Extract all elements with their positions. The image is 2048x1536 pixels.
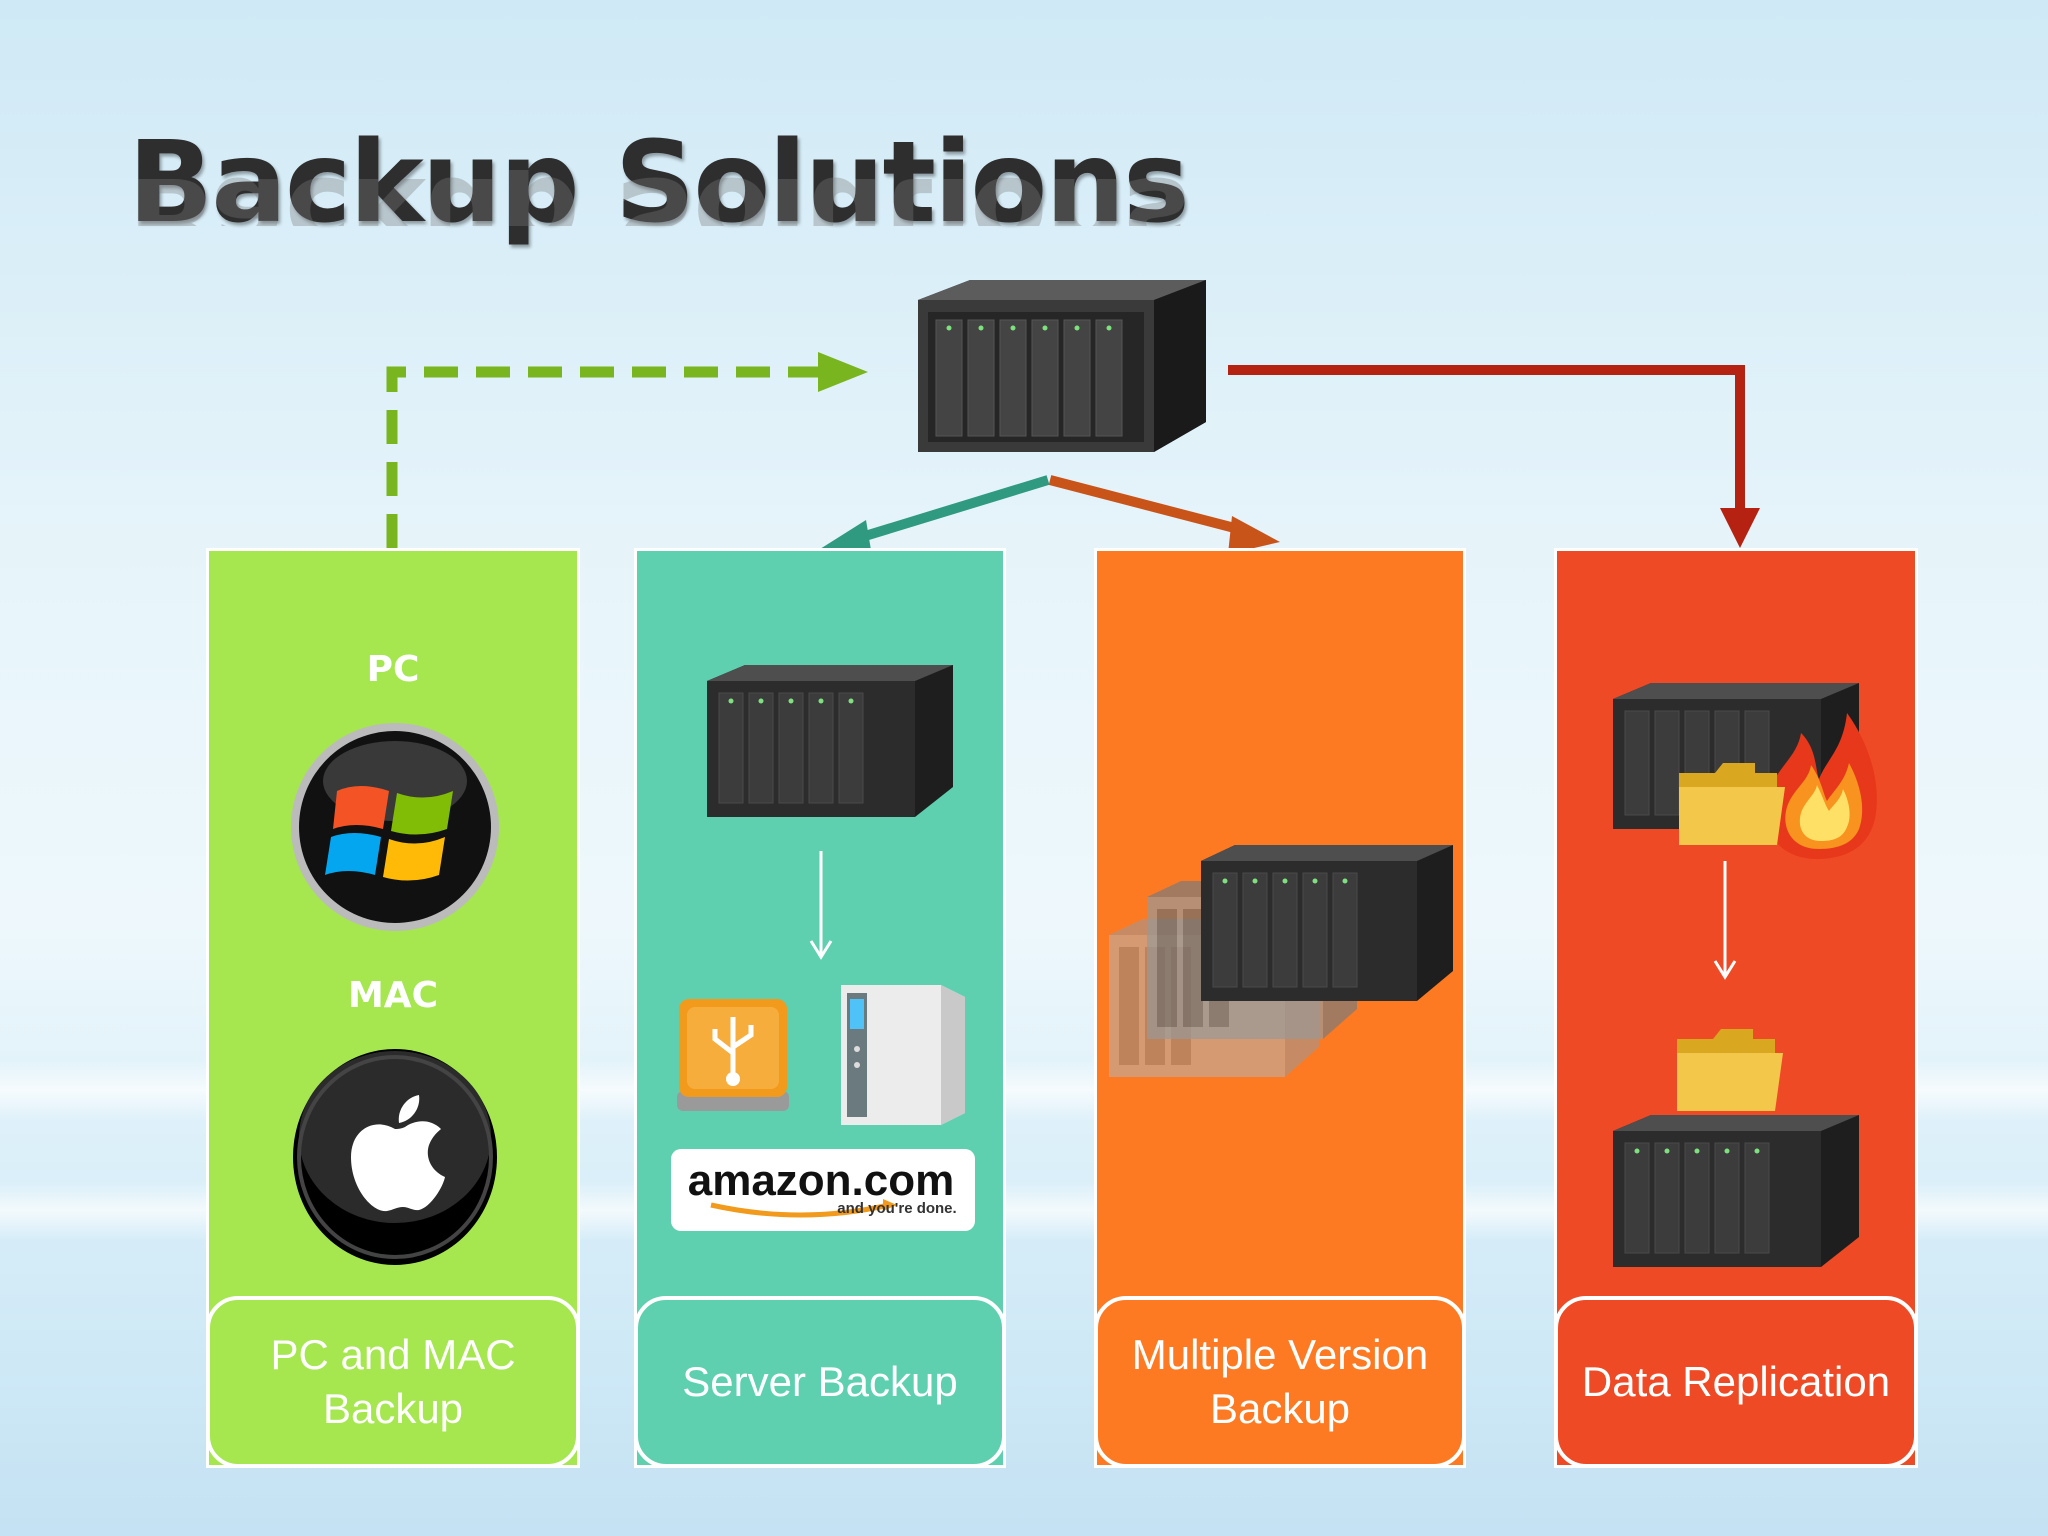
usb-drive-icon bbox=[677, 999, 789, 1111]
nas-server-icon bbox=[707, 665, 953, 817]
central-nas-server-icon bbox=[918, 280, 1206, 452]
amazon-logo-icon: amazon.com and you're done. bbox=[671, 1149, 975, 1231]
folder-icon bbox=[1677, 1029, 1783, 1111]
arrowhead-teal bbox=[820, 520, 872, 556]
pc-label: PC bbox=[366, 649, 420, 690]
page-title: Backup Solutions bbox=[128, 118, 1190, 248]
pc-mac-to-nas-arrow bbox=[386, 366, 820, 548]
folder-icon bbox=[1679, 763, 1785, 845]
nas-to-replication-arrow bbox=[1228, 365, 1745, 508]
fire-icon bbox=[1765, 713, 1877, 859]
column-pc-mac: PC MAC PC and MAC Backup bbox=[206, 548, 580, 1468]
nas-to-server-arrow bbox=[850, 475, 1050, 545]
column-data-replication: Data Replication bbox=[1554, 548, 1918, 1468]
windows-logo-icon bbox=[291, 723, 499, 931]
amazon-logo-text: amazon.com bbox=[688, 1156, 955, 1205]
column-label: Multiple Version Backup bbox=[1094, 1296, 1466, 1468]
amazon-tagline-text: and you're done. bbox=[837, 1200, 956, 1217]
column-label: PC and MAC Backup bbox=[206, 1296, 580, 1468]
column-label: Server Backup bbox=[634, 1296, 1006, 1468]
nas-to-version-arrow bbox=[1048, 475, 1252, 537]
arrowhead-green bbox=[818, 352, 868, 392]
column-label: Data Replication bbox=[1554, 1296, 1918, 1468]
stacked-nas-servers-icon bbox=[1109, 845, 1453, 1077]
column-server-backup: amazon.com and you're done. Server Backu… bbox=[634, 548, 1006, 1468]
mac-label: MAC bbox=[347, 975, 439, 1016]
down-arrow-icon bbox=[809, 851, 833, 960]
apple-logo-icon bbox=[293, 1049, 497, 1265]
arrowhead-red bbox=[1720, 508, 1760, 548]
down-arrow-icon bbox=[1713, 861, 1737, 980]
nas-server-icon bbox=[1613, 1115, 1859, 1267]
arrowhead-orange bbox=[1228, 516, 1280, 554]
two-bay-nas-icon bbox=[841, 985, 965, 1125]
column-multiple-version-backup: Multiple Version Backup bbox=[1094, 548, 1466, 1468]
